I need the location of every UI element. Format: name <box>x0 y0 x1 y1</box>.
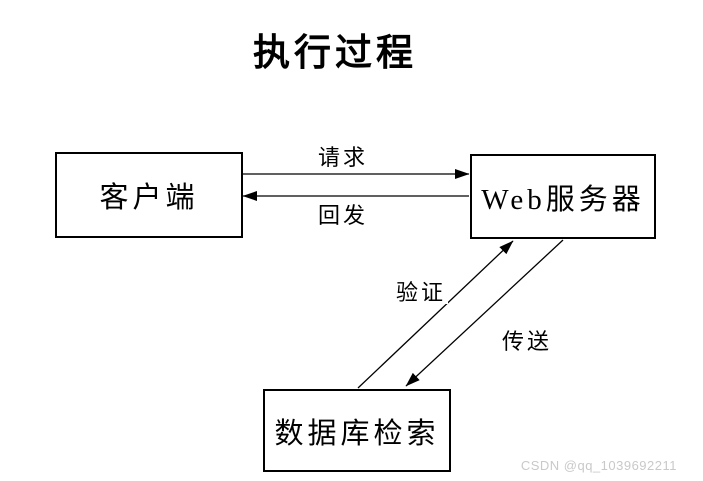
edge-label-verify: 验证 <box>393 280 449 305</box>
edge-transfer-line <box>405 239 564 387</box>
node-web-server: Web服务器 <box>470 154 656 239</box>
edge-label-request: 请求 <box>315 145 371 170</box>
edge-verify-line <box>357 240 514 389</box>
node-database-label: 数据库检索 <box>274 417 440 450</box>
node-client: 客户端 <box>55 152 243 238</box>
node-client-label: 客户端 <box>99 182 199 214</box>
edge-label-postback: 回发 <box>315 203 371 228</box>
node-web-server-label: Web服务器 <box>481 183 645 216</box>
node-database: 数据库检索 <box>263 389 451 472</box>
diagram-title: 执行过程 <box>253 33 417 74</box>
edge-label-transfer: 传送 <box>499 329 555 354</box>
watermark: CSDN @qq_1039692211 <box>520 458 677 473</box>
